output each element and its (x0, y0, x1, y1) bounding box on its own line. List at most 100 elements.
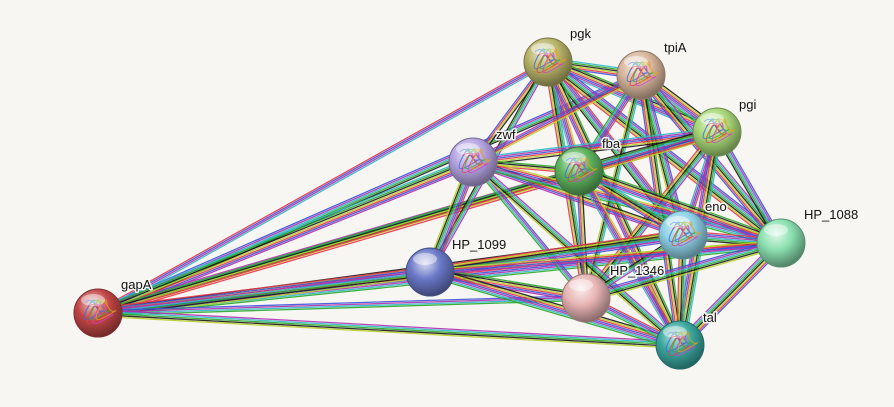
edge-HP_1346-HP_1088 (584, 238, 783, 303)
edge-line (577, 173, 781, 247)
edge-line (473, 133, 718, 166)
node-bubble[interactable] (554, 146, 604, 196)
node-bubble[interactable] (658, 210, 708, 260)
node-label-HP_1088: HP_1088 (804, 207, 858, 222)
node-highlight (569, 279, 593, 291)
edge-line (429, 229, 683, 268)
edge-line (98, 63, 550, 316)
node-label-fba: fba (602, 136, 621, 151)
edge-line (96, 71, 640, 311)
edge-line (97, 312, 681, 346)
protein-structure-icon (668, 221, 702, 247)
node-label-HP_1346: HP_1346 (610, 263, 664, 278)
edge-line (98, 299, 587, 317)
edge-line (98, 310, 681, 345)
node-highlight (81, 294, 105, 306)
node-bubble[interactable] (448, 137, 498, 187)
edge-line (429, 271, 681, 346)
node-highlight (456, 143, 480, 155)
node-highlight (663, 326, 687, 338)
edge-gapA-HP_1346 (97, 294, 587, 317)
protein-structure-icon (665, 331, 699, 357)
edge-line (471, 164, 683, 239)
edge-pgi-zwf (472, 127, 718, 167)
node-bubble[interactable] (655, 320, 705, 370)
edge-line (472, 130, 717, 162)
node-bubble[interactable] (523, 37, 573, 87)
node-tal[interactable] (655, 320, 705, 370)
edge-line (472, 128, 717, 161)
edge-line (98, 164, 475, 317)
edge-line (430, 243, 782, 274)
protein-structure-icon (626, 61, 660, 87)
edge-line (471, 162, 680, 347)
node-HP_1088[interactable] (756, 218, 806, 268)
node-highlight (531, 43, 555, 55)
node-bubble[interactable] (405, 247, 455, 297)
edge-HP_1099-HP_1088 (429, 239, 782, 276)
network-labels: pgktpiApgizwffbaenoHP_1088HP_1099HP_1346… (120, 25, 860, 327)
edge-line (585, 240, 781, 297)
edge-gapA-zwf (95, 156, 476, 319)
network-edges (95, 56, 786, 351)
node-pgi[interactable] (692, 107, 742, 157)
node-label-pgi: pgi (739, 97, 756, 112)
edge-line (429, 272, 680, 348)
node-bubble[interactable] (692, 107, 742, 157)
edge-line (473, 76, 643, 165)
node-eno[interactable] (658, 210, 708, 260)
node-bubble[interactable] (616, 50, 666, 100)
node-HP_1346[interactable] (561, 273, 611, 323)
edge-line (429, 231, 683, 270)
edge-line (586, 244, 782, 301)
node-tpiA[interactable] (616, 50, 666, 100)
edge-line (97, 315, 680, 349)
edge-line (98, 298, 587, 315)
edge-line (429, 273, 586, 302)
protein-structure-icon (564, 157, 598, 183)
edge-line (98, 62, 549, 315)
edge-line (428, 274, 680, 349)
node-bubble[interactable] (73, 288, 123, 338)
network-nodes (73, 37, 806, 370)
edge-line (578, 170, 782, 244)
edge-line (97, 296, 586, 313)
node-zwf[interactable] (448, 137, 498, 187)
edge-line (97, 161, 474, 314)
edge-tpiA-zwf (471, 72, 643, 165)
node-highlight (666, 216, 690, 228)
edge-line (97, 268, 430, 311)
edge-line (428, 275, 679, 351)
node-label-gapA: gapA (121, 277, 152, 292)
node-pgk[interactable] (523, 37, 573, 87)
edge-line (586, 246, 783, 303)
edge-line (97, 313, 680, 348)
node-HP_1099[interactable] (405, 247, 455, 297)
edge-line (429, 272, 586, 300)
node-bubble[interactable] (561, 273, 611, 323)
node-bubble[interactable] (756, 218, 806, 268)
edge-line (584, 238, 781, 295)
edge-line (429, 239, 781, 271)
node-label-tpiA: tpiA (664, 40, 687, 55)
node-gapA[interactable] (73, 288, 123, 338)
edge-line (472, 127, 717, 159)
node-label-HP_1099: HP_1099 (452, 237, 506, 252)
edge-line (430, 268, 587, 297)
node-fba[interactable] (554, 146, 604, 196)
edge-line (580, 165, 783, 240)
edge-line (430, 269, 681, 345)
node-label-eno: eno (705, 199, 727, 214)
edge-line (430, 270, 587, 298)
node-highlight (562, 152, 586, 164)
edge-line (429, 241, 781, 272)
edge-line (98, 272, 431, 316)
edge-line (95, 156, 472, 310)
edge-line (579, 168, 782, 243)
edge-line (97, 168, 579, 312)
edge-line (471, 162, 586, 299)
node-highlight (700, 113, 724, 125)
edge-line (98, 162, 474, 316)
edge-line (578, 171, 781, 246)
